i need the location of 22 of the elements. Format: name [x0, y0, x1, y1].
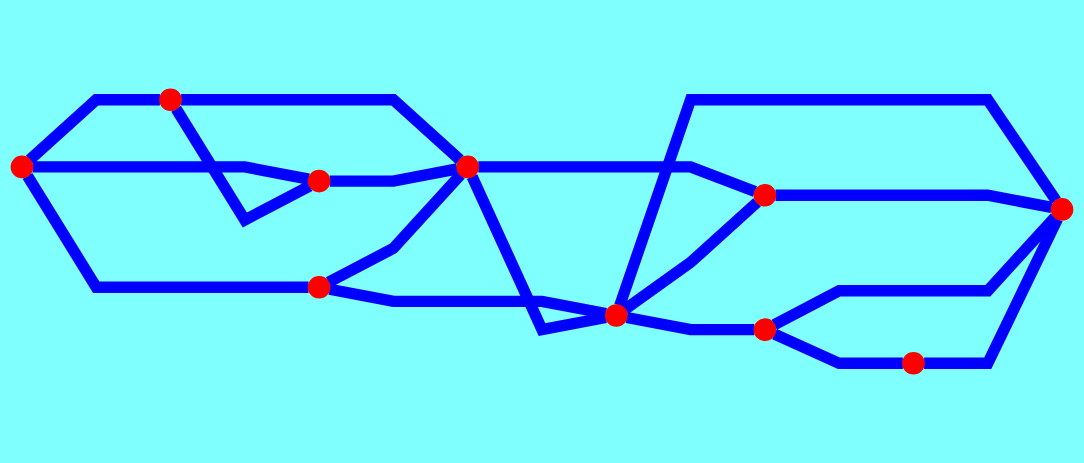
node-circle [456, 155, 480, 179]
connector [181, 94, 464, 164]
connector [171, 105, 313, 228]
connector [329, 163, 459, 187]
node-circle [604, 304, 628, 327]
node-circle [10, 155, 34, 179]
node-circle [307, 275, 331, 299]
connector [26, 94, 160, 164]
node-circle [753, 318, 777, 341]
node-circle [159, 88, 182, 112]
connector [32, 161, 310, 185]
node-circle [753, 183, 777, 207]
connector [625, 311, 755, 336]
connector [614, 94, 1061, 308]
node-circle [307, 169, 331, 193]
connector [478, 161, 757, 197]
connector [772, 328, 903, 369]
connector [775, 189, 1053, 213]
connector [466, 174, 607, 337]
node-circle [902, 351, 925, 375]
connector [22, 173, 309, 293]
node-circle [1050, 198, 1074, 221]
